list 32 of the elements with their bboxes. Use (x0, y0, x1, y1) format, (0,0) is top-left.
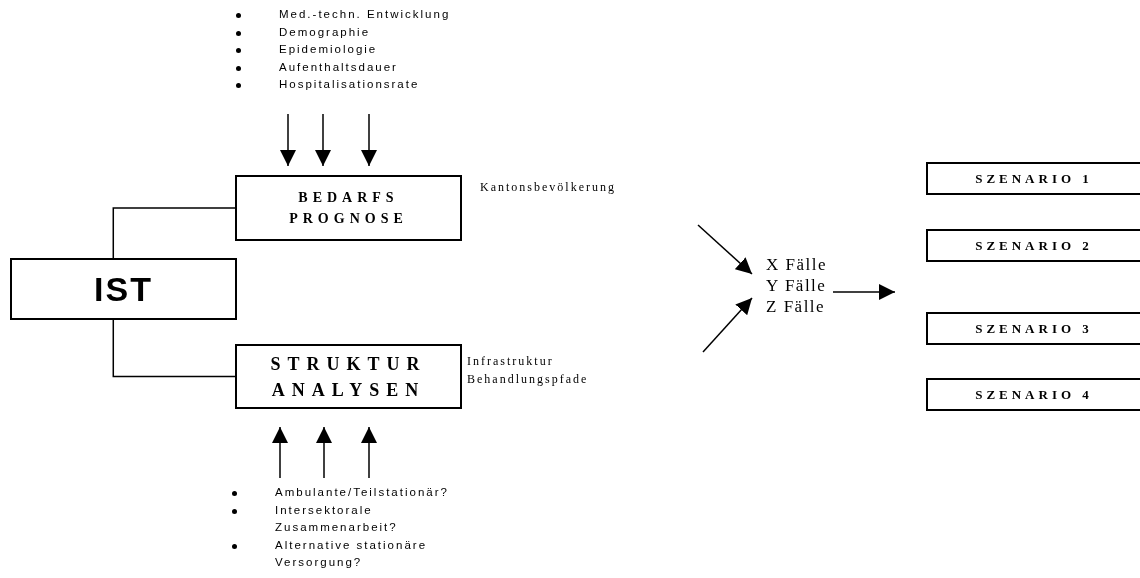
scenario-box: SZENARIO 4 (926, 378, 1140, 411)
arrow (832, 284, 896, 300)
annotation-text: Kantonsbevölkerung (480, 179, 616, 196)
bullet-text: Ambulante/Teilstationär? (275, 485, 449, 500)
bullet-text: Hospitalisationsrate (279, 77, 420, 92)
scenario-box: SZENARIO 3 (926, 312, 1140, 345)
case-count-text: Z Fälle (766, 296, 827, 317)
scenario-box: SZENARIO 2 (926, 229, 1140, 262)
arrow (315, 113, 331, 167)
arrow (316, 426, 332, 479)
bullet-text: Med.-techn. Entwicklung (279, 7, 451, 22)
main-box: IST (10, 258, 237, 320)
case-count-text: X Fälle (766, 254, 828, 275)
arrow (697, 224, 753, 275)
bullet-text: Aufenthaltsdauer (279, 59, 398, 75)
connector-line (112, 319, 236, 378)
bullet-text: Demographie (279, 24, 371, 40)
case-count-text: Y Fälle (766, 275, 828, 296)
arrow (280, 113, 296, 167)
annotation-text: Infrastruktur (467, 353, 555, 370)
arrow (361, 426, 377, 479)
process-box: BEDARFS PROGNOSE (235, 175, 462, 241)
connector-line (112, 207, 236, 259)
bullet-text: Alternative stationäre Versorgung? (275, 537, 429, 570)
process-box: STRUKTUR ANALYSEN (235, 344, 462, 409)
arrow (361, 113, 377, 167)
bullet-text: Intersektorale Zusammenarbeit? (275, 502, 399, 535)
arrow (272, 426, 288, 479)
bullet-text: Epidemiologie (279, 42, 378, 57)
annotation-text: Behandlungspfade (467, 371, 589, 388)
scenario-box: SZENARIO 1 (926, 162, 1140, 195)
arrow (702, 297, 753, 353)
